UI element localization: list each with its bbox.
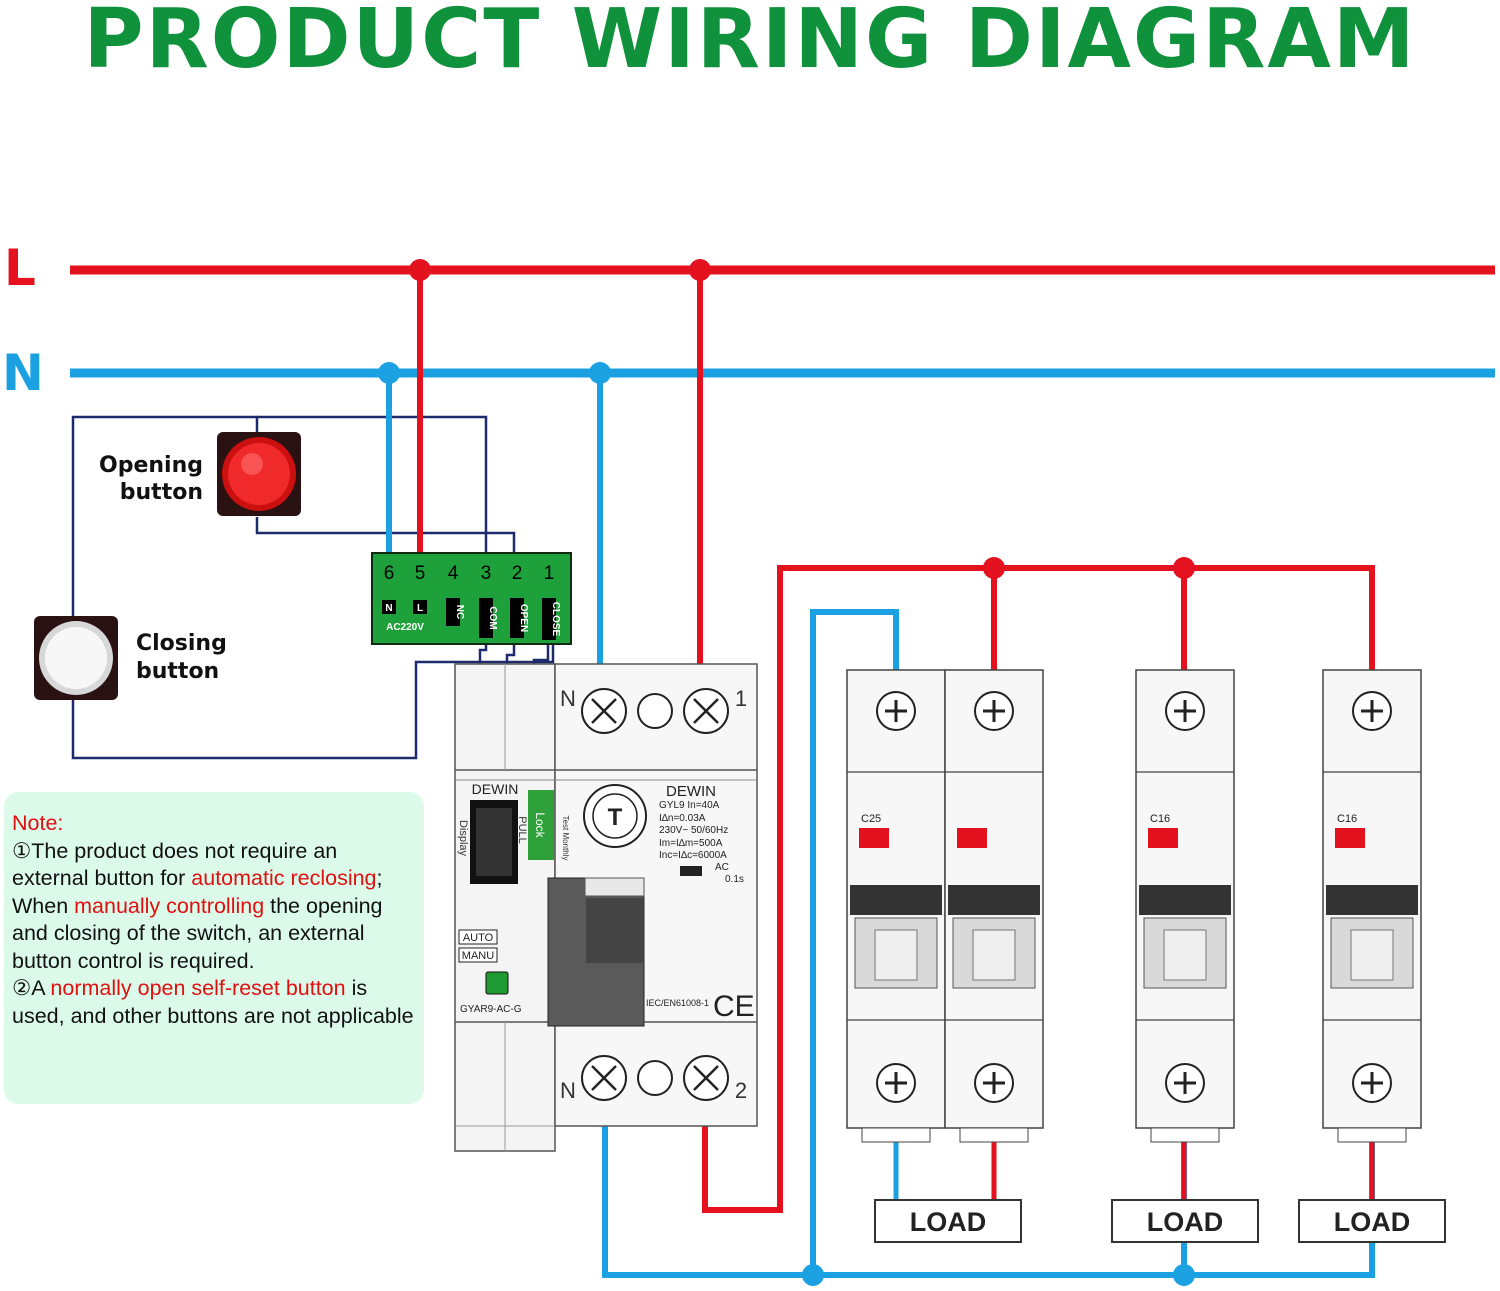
pull-label: PULL	[516, 816, 528, 844]
bottom-2-terminal-label: 2	[735, 1078, 747, 1103]
spec-line-4: Im=I∆m=500A	[659, 838, 723, 849]
standard-label: IEC/EN61008-1	[646, 998, 709, 1008]
spec-line-6: AC	[715, 862, 729, 873]
junction-dots	[378, 259, 1195, 1286]
terminal-l-label: L	[417, 603, 423, 614]
neutral-bus-label: N	[2, 344, 44, 402]
terminal-close-label: CLOSE	[550, 602, 561, 637]
lock-label: Lock	[533, 812, 547, 838]
manu-label: MANU	[462, 950, 494, 962]
control-module: 6 5 4 3 2 1 N L NC COM OPEN CLOSE AC220V	[371, 552, 572, 645]
mcb-2: C16	[1135, 669, 1235, 1143]
load-3: LOAD	[1298, 1199, 1446, 1243]
auto-manu-switch	[485, 971, 509, 995]
note-text: ②A	[12, 976, 51, 1000]
opening-button-label-1: Opening	[99, 453, 203, 478]
mcb-group: C25 C16 C16	[846, 669, 1422, 1143]
note-text: is used, and other buttons are not appli…	[12, 976, 414, 1028]
note-text: ;	[376, 866, 383, 890]
note-highlight: manually controlling	[74, 893, 265, 918]
note-highlight: automatic reclosing	[191, 866, 377, 890]
opening-button-label-2: button	[120, 480, 203, 505]
terminal-nc-label: NC	[454, 605, 465, 619]
terminal-com-label: COM	[487, 606, 498, 629]
bottom-n-terminal-label: N	[560, 1078, 576, 1103]
mcb-1: C25	[846, 669, 1044, 1143]
closing-button	[34, 616, 118, 700]
ce-mark: CE	[713, 990, 755, 1023]
page-title: PRODUCT WIRING DIAGRAM	[83, 0, 1417, 87]
display-label: Display	[457, 820, 469, 857]
brand-right-label: DEWIN	[666, 783, 716, 800]
terminal-2-number: 2	[512, 563, 523, 584]
spec-line-1: GYL9 In=40A	[659, 800, 720, 811]
note-highlight: normally open self-reset button	[50, 976, 346, 1000]
mcb-rating-label: C25	[861, 813, 881, 825]
note-point-3: ②A normally open self-reset button is us…	[12, 975, 416, 1030]
auto-label: AUTO	[463, 932, 494, 944]
test-monthly-label: Test Monthly	[561, 816, 570, 861]
load-2: LOAD	[1111, 1199, 1259, 1243]
top-1-terminal-label: 1	[735, 686, 747, 711]
terminal-1-number: 1	[544, 563, 555, 584]
mcb-rating-label: C16	[1150, 813, 1170, 825]
note-text: ①The product does not require an externa…	[12, 838, 338, 891]
terminal-3-number: 3	[481, 563, 492, 584]
terminal-4-number: 4	[448, 563, 459, 584]
spec-line-7: 0.1s	[725, 874, 744, 885]
note-text: the opening and closing of the switch, a…	[12, 893, 383, 973]
load-1: LOAD	[874, 1199, 1022, 1243]
model-label: GYAR9-AC-G	[460, 1004, 522, 1015]
note-point-2: When manually controlling the opening an…	[12, 893, 416, 976]
neutral-to-mcb1-wire	[810, 609, 899, 1275]
terminal-open-label: OPEN	[518, 604, 529, 632]
spec-line-5: Inc=I∆c=6000A	[659, 850, 727, 861]
terminal-5-number: 5	[415, 563, 426, 584]
note-point-1: ①The product does not require an externa…	[12, 838, 416, 893]
load-2-label: LOAD	[1147, 1207, 1224, 1237]
spec-line-2: I∆n=0.03A	[659, 813, 706, 824]
load-3-label: LOAD	[1334, 1207, 1411, 1237]
live-distribution-wire	[702, 565, 1375, 1213]
terminal-6-number: 6	[384, 563, 395, 584]
note-panel: Note: ①The product does not require an e…	[4, 792, 424, 1104]
closing-button-label-1: Closing	[136, 631, 227, 656]
closing-button-label-2: button	[136, 659, 219, 684]
mcb-rating-label: C16	[1337, 813, 1357, 825]
brand-left-label: DEWIN	[472, 781, 519, 797]
spec-line-3: 230V~ 50/60Hz	[659, 825, 728, 836]
live-bus-label: L	[4, 239, 36, 297]
top-n-terminal-label: N	[560, 686, 576, 711]
opening-button	[217, 432, 301, 516]
note-heading: Note:	[12, 811, 64, 835]
test-button-label: T	[608, 804, 623, 831]
main-breaker: Lock PULL Display Test Monthly DEWIN DEW…	[454, 663, 758, 1152]
load-1-label: LOAD	[910, 1207, 987, 1237]
module-voltage-label: AC220V	[386, 622, 424, 633]
terminal-n-label: N	[385, 603, 392, 614]
mcb-3: C16	[1322, 669, 1422, 1143]
note-text: When	[12, 893, 75, 918]
